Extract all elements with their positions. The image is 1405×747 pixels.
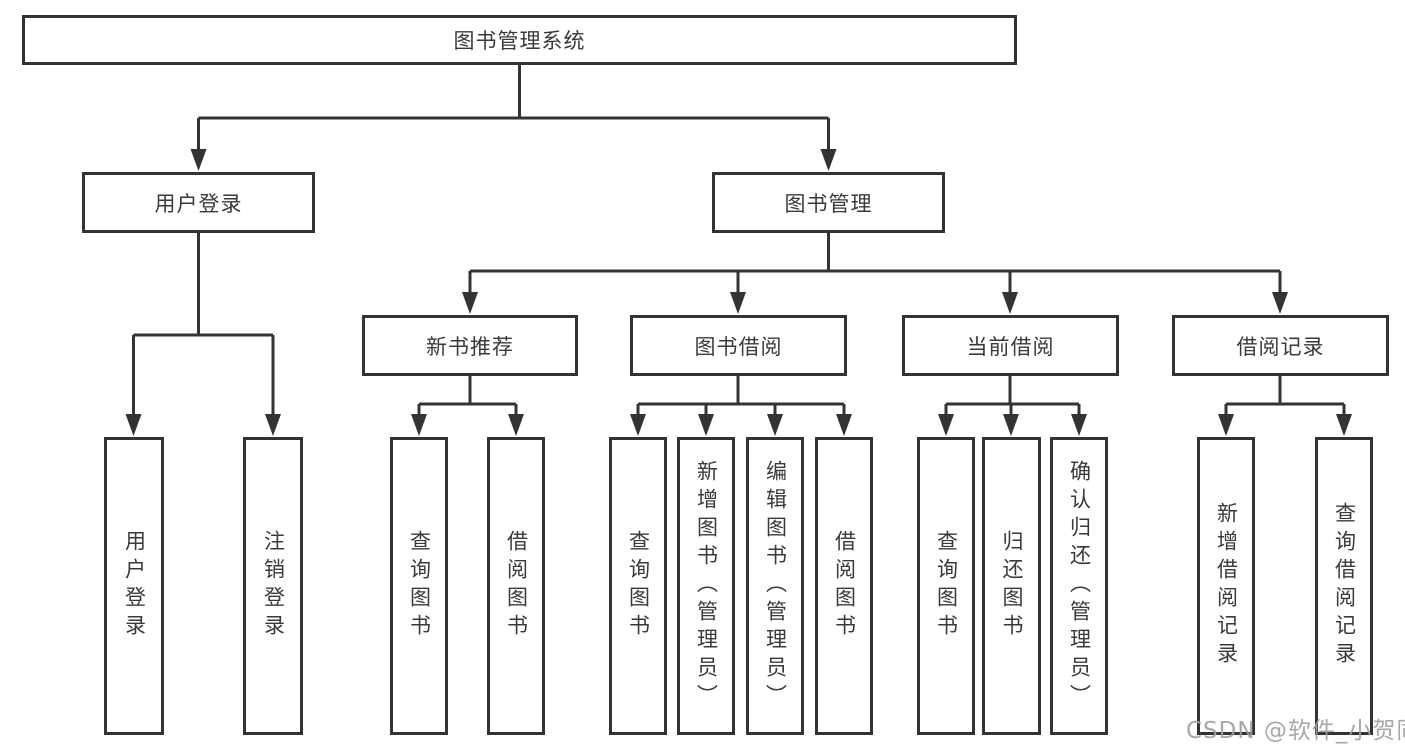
leaf-label: 查询借阅记录 — [1332, 502, 1357, 670]
node-leaf-add-books-admin: 新增图书（管理员） — [677, 437, 735, 735]
node-leaf-query-books-1: 查询图书 — [390, 437, 448, 735]
connector-borrow-record-branch — [1224, 375, 1346, 419]
connector-current-borrow-branch — [944, 375, 1081, 419]
leaf-label: 新增图书（管理员） — [694, 460, 719, 712]
node-leaf-query-borrow-record: 查询借阅记录 — [1315, 437, 1373, 735]
leaf-label: 查询图书 — [407, 530, 432, 642]
node-current-borrow: 当前借阅 — [902, 315, 1119, 376]
leaf-label: 新增借阅记录 — [1214, 502, 1239, 670]
connector-book-borrow-branch — [636, 375, 846, 419]
node-new-book-recommend: 新书推荐 — [362, 315, 578, 376]
leaf-label: 查询图书 — [626, 530, 651, 642]
leaf-label: 归还图书 — [1000, 530, 1024, 642]
leaf-label: 确认归还（管理员） — [1067, 460, 1092, 712]
node-user-login: 用户登录 — [82, 172, 315, 233]
node-borrow-record: 借阅记录 — [1172, 315, 1389, 376]
connector-book-management-branch — [468, 232, 1282, 297]
node-leaf-borrow-books-1: 借阅图书 — [487, 437, 545, 735]
node-leaf-borrow-books-2: 借阅图书 — [815, 437, 873, 735]
leaf-label: 用户登录 — [122, 530, 147, 642]
leaf-label: 编辑图书（管理员） — [763, 460, 788, 712]
leaf-label: 注销登录 — [261, 530, 286, 642]
node-leaf-user-login: 用户登录 — [104, 437, 164, 735]
node-book-management: 图书管理 — [712, 172, 945, 233]
node-leaf-query-books-2: 查询图书 — [609, 437, 667, 735]
connector-user-login-branch — [132, 232, 275, 419]
arrowhead-icons — [125, 149, 1352, 436]
connector-new-book-recommend-branch — [417, 375, 518, 419]
node-leaf-add-borrow-record: 新增借阅记录 — [1197, 437, 1255, 735]
leaf-label: 查询图书 — [934, 530, 959, 642]
node-leaf-edit-books-admin: 编辑图书（管理员） — [746, 437, 804, 735]
node-leaf-logout: 注销登录 — [243, 437, 303, 735]
node-leaf-return-books: 归还图书 — [982, 437, 1041, 735]
leaf-label: 借阅图书 — [504, 530, 529, 642]
leaf-label: 借阅图书 — [832, 530, 857, 642]
node-book-borrow: 图书借阅 — [630, 315, 847, 376]
node-root-library-system: 图书管理系统 — [22, 15, 1017, 65]
connector-root-to-level2 — [197, 65, 830, 154]
node-leaf-confirm-return-admin: 确认归还（管理员） — [1050, 437, 1108, 735]
node-leaf-query-books-3: 查询图书 — [917, 437, 975, 735]
